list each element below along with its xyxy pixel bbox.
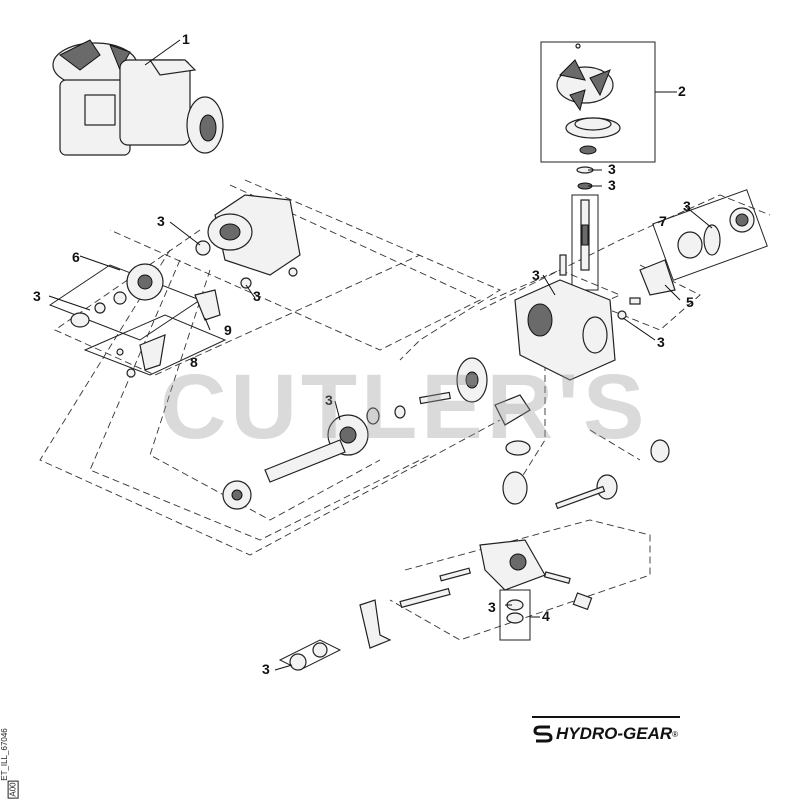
callout-4: 4 [542,608,550,624]
brand-name: HYDRO-GEAR [556,724,673,743]
callout-leader-lines [48,39,713,671]
callout-3: 3 [33,288,41,304]
left-side-components [48,263,227,378]
callout-8: 8 [190,354,198,370]
callout-5: 5 [686,294,694,310]
trademark-symbol: ® [672,729,679,739]
callout-3: 3 [325,392,333,408]
cover-housing [195,194,301,289]
callout-1: 1 [182,31,190,47]
drawing-reference: ET_ILL_67046 [0,728,9,781]
callout-6: 6 [72,249,80,265]
logo-rule [532,716,680,718]
callout-3: 3 [683,198,691,214]
callout-9: 9 [224,322,232,338]
callout-3: 3 [262,661,270,677]
callout-3: 3 [657,334,665,350]
callout-3: 3 [488,599,496,615]
fan-pulley-kit [540,41,656,163]
callout-3: 3 [157,213,165,229]
pump-motor-section [278,539,593,671]
input-shaft-stack [571,166,599,291]
revision-code: A00 [7,780,19,799]
callout-7: 7 [659,213,667,229]
center-housing [514,254,616,381]
hydro-gear-logo: HYDRO-GEAR ® [532,722,678,746]
brake-components [617,189,768,320]
axle-gear-train [222,357,670,510]
callout-3: 3 [532,267,540,283]
callout-2: 2 [678,83,686,99]
callout-3: 3 [608,177,616,193]
callout-numbers: 1 2 3 3 3 3 3 3 3 3 3 3 3 4 5 6 7 8 9 [33,31,694,677]
hydro-gear-mark-icon [533,725,553,743]
callout-3: 3 [253,288,261,304]
transaxle-assembly-illustration [52,39,224,156]
callout-3: 3 [608,161,616,177]
